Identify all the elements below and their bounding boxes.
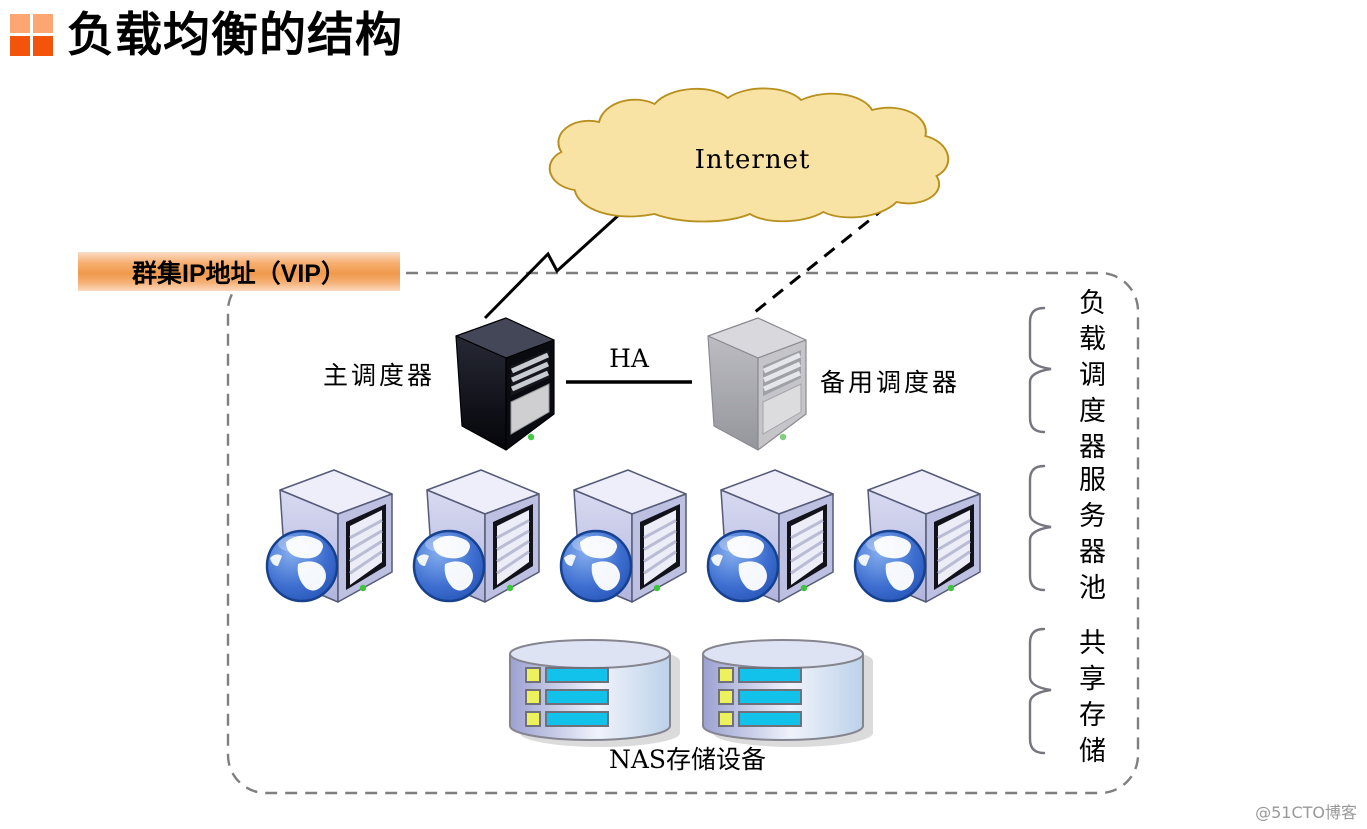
- internet-label: Internet: [694, 145, 811, 175]
- brace-icon: [1028, 627, 1053, 755]
- pool-server-icon: [265, 468, 394, 604]
- pool-server-icon: [559, 468, 688, 604]
- watermark: @51CTO博客: [1255, 803, 1357, 822]
- pool-server-icon: [412, 468, 541, 604]
- internet-cloud-icon: [548, 87, 950, 223]
- vip-label: 群集IP地址（VIP）: [78, 252, 400, 291]
- pool-server-icon: [853, 468, 982, 604]
- title-row: 负载均衡的结构: [10, 8, 403, 62]
- ha-link-label: HA: [609, 344, 649, 373]
- group-label-shared-storage: 共享存储: [1074, 628, 1105, 772]
- nas-storage-icon: [509, 639, 681, 748]
- brace-icon: [1028, 464, 1053, 592]
- nas-storage-icon: [702, 639, 874, 748]
- backup-scheduler-label: 备用调度器: [820, 368, 961, 397]
- internet-uplink-line: [483, 201, 634, 320]
- pool-server-icon: [706, 468, 835, 604]
- backup-uplink-dashed-line: [749, 205, 887, 318]
- group-label-server-pool: 服务器池: [1074, 465, 1105, 609]
- page-title: 负载均衡的结构: [67, 8, 403, 61]
- slide-bullet-icon: [10, 14, 53, 56]
- master-scheduler-label: 主调度器: [323, 361, 436, 390]
- brace-icon: [1028, 306, 1053, 434]
- master-scheduler-icon: [456, 318, 554, 450]
- group-label-load-scheduler: 负载调度器: [1074, 288, 1105, 468]
- backup-scheduler-icon: [708, 318, 806, 450]
- nas-storage-label: NAS存储设备: [608, 745, 767, 774]
